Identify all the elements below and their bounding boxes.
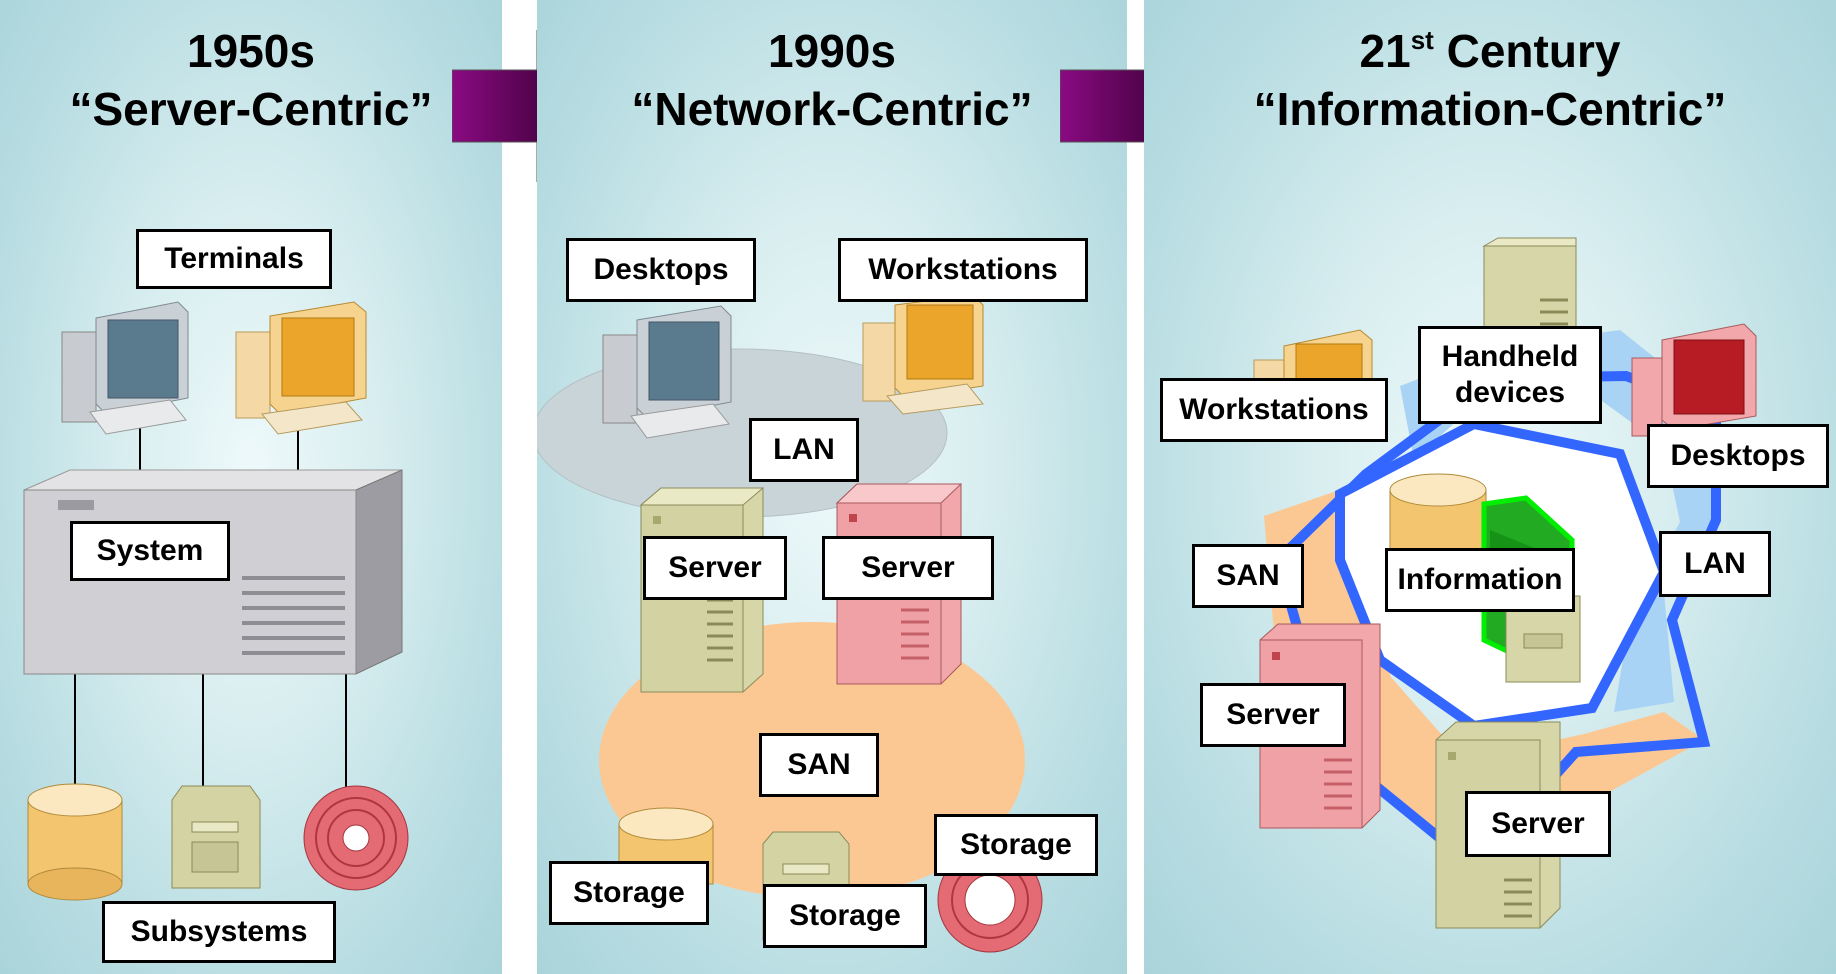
- storage-left-label: Storage: [549, 861, 709, 925]
- tape-unit-icon: [171, 785, 261, 889]
- san-label: SAN: [759, 733, 879, 797]
- panel-21st-century: 21st Century “Information-Centric”: [1144, 0, 1836, 974]
- workstations-label: Workstations: [1160, 378, 1388, 442]
- terminal-blue-icon: [61, 301, 189, 435]
- era-subtitle: “Server-Centric”: [69, 83, 433, 135]
- panel-title: 1990s “Network-Centric”: [537, 22, 1127, 138]
- information-label: Information: [1385, 548, 1575, 612]
- desktops-label: Desktops: [566, 238, 756, 302]
- optical-disc-icon: [303, 785, 409, 891]
- san-label: SAN: [1192, 544, 1304, 608]
- subsystems-label: Subsystems: [102, 901, 336, 963]
- era-label: 21st Century: [1359, 25, 1621, 77]
- server-right-label: Server: [822, 536, 994, 600]
- era-label: 1950s: [187, 25, 315, 77]
- handheld-devices-label: Handheld devices: [1418, 326, 1602, 424]
- terminals-label: Terminals: [136, 229, 332, 289]
- disk-cylinder-icon: [27, 783, 123, 901]
- system-label: System: [70, 521, 230, 581]
- era-label: 1990s: [768, 25, 896, 77]
- desktops-label: Desktops: [1647, 424, 1829, 488]
- workstations-label: Workstations: [838, 238, 1088, 302]
- server-left-label: Server: [1200, 683, 1346, 747]
- storage-right-label: Storage: [934, 814, 1098, 876]
- storage-middle-label: Storage: [763, 884, 927, 948]
- lan-label: LAN: [749, 418, 859, 482]
- lan-label: LAN: [1659, 531, 1771, 597]
- desktop-icon: [1631, 323, 1757, 437]
- connector-lines: [74, 425, 347, 790]
- era-subtitle: “Information-Centric”: [1253, 83, 1727, 135]
- terminal-orange-icon: [235, 301, 367, 435]
- desktop-icon: [602, 305, 732, 439]
- system-mainframe-icon: [23, 469, 403, 675]
- panel-title: 21st Century “Information-Centric”: [1144, 22, 1836, 138]
- server-bottom-label: Server: [1465, 791, 1611, 857]
- panel-1950s: 1950s “Server-Centric”: [0, 0, 502, 974]
- era-subtitle: “Network-Centric”: [631, 83, 1033, 135]
- panel-title: 1950s “Server-Centric”: [0, 22, 502, 138]
- panel-1990s: 1990s “Network-Centric”: [537, 0, 1127, 974]
- server-centric-illustration: [23, 301, 409, 901]
- workstation-icon: [862, 294, 984, 415]
- server-left-label: Server: [643, 536, 787, 600]
